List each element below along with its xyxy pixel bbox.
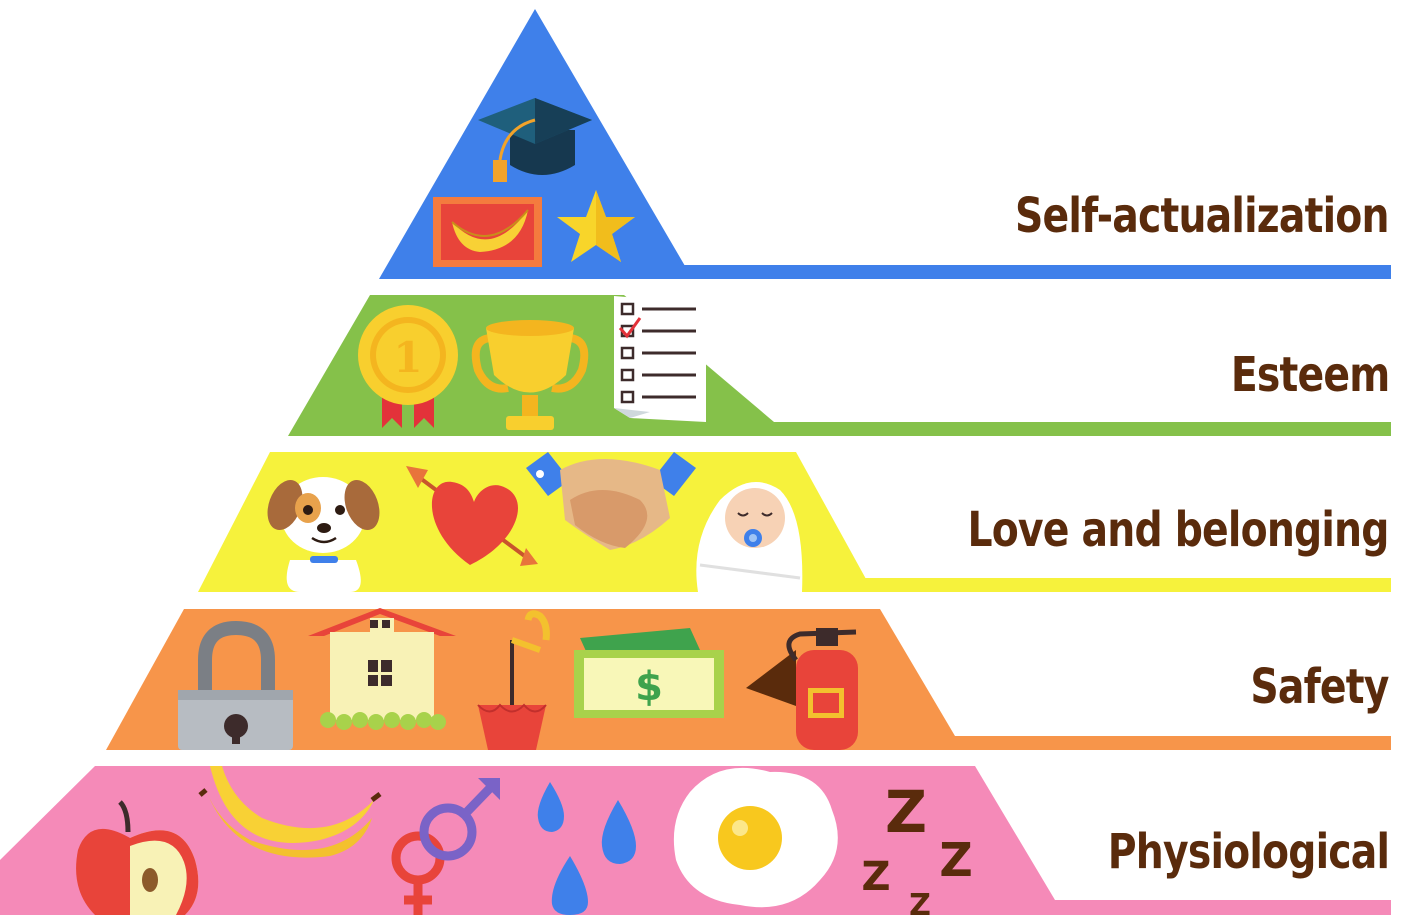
tier-label-safety: Safety	[1250, 659, 1390, 715]
tier-safety-band	[106, 609, 955, 750]
money-icon: $	[574, 628, 724, 718]
dog-icon	[267, 477, 380, 592]
umbrella-icon	[477, 610, 550, 750]
apple-icon	[76, 800, 199, 915]
banana-picture-icon	[433, 197, 542, 267]
svg-text:$: $	[635, 664, 663, 710]
svg-text:Z: Z	[909, 888, 931, 915]
tier-label-self-actualization: Self-actualization	[1015, 188, 1389, 244]
tier-label-love-and-belonging: Love and belonging	[967, 502, 1390, 558]
svg-text:1: 1	[393, 333, 422, 382]
svg-text:Z: Z	[885, 778, 927, 846]
trophy-icon	[471, 320, 589, 430]
gold-medal-icon: 1	[358, 305, 458, 428]
checklist-icon	[614, 296, 706, 422]
graduation-cap-icon	[478, 98, 592, 182]
tier-love-underline	[860, 578, 1391, 592]
fried-egg-icon	[673, 767, 838, 908]
tier-physiological-underline	[1050, 900, 1391, 915]
handshake-icon	[526, 452, 696, 550]
gender-icon	[391, 778, 500, 915]
tier-esteem-underline	[770, 422, 1391, 436]
tier-safety-underline	[950, 736, 1391, 750]
tier-label-physiological: Physiological	[1107, 824, 1390, 880]
fire-extinguisher-icon	[746, 628, 858, 750]
svg-text:Z: Z	[861, 854, 890, 900]
house-icon	[308, 608, 456, 730]
star-icon	[557, 190, 635, 262]
svg-text:Z: Z	[939, 833, 972, 887]
water-drops-icon	[537, 782, 636, 915]
tier-self-actualization-underline	[683, 265, 1391, 279]
banana-icon	[198, 766, 382, 858]
sleep-zzz-icon: Z Z Z Z	[861, 778, 972, 915]
heart-arrow-icon	[406, 466, 538, 566]
baby-icon	[696, 482, 803, 592]
tier-label-esteem: Esteem	[1230, 347, 1389, 403]
padlock-icon	[178, 620, 293, 750]
